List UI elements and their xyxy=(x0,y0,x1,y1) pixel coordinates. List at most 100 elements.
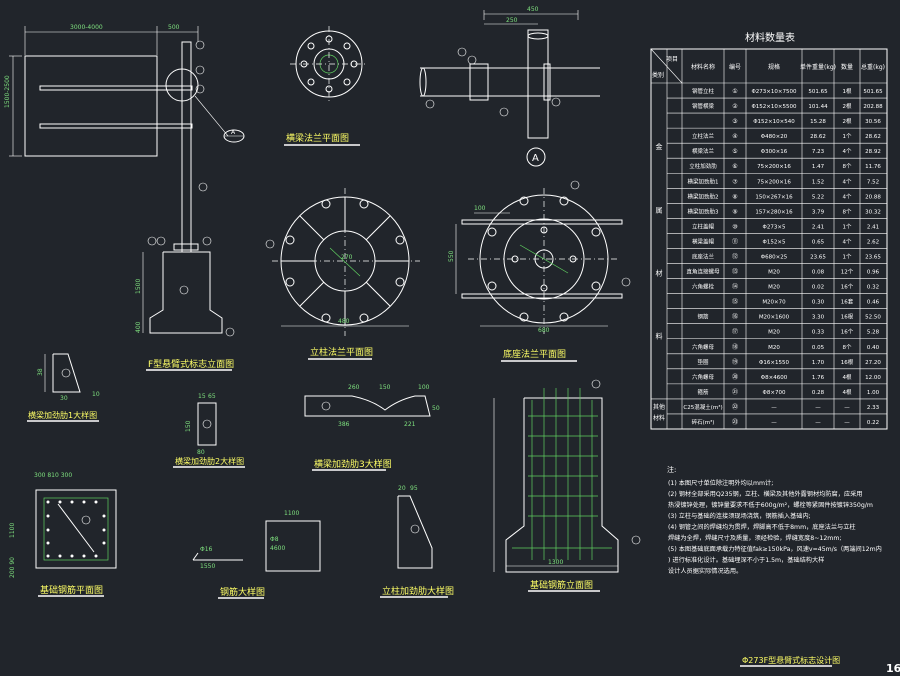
cell-name: 钢管立柱 xyxy=(692,87,715,95)
cell-qty: 16个 xyxy=(841,284,854,291)
cell-total: 28.92 xyxy=(865,149,881,155)
note-line: 焊缝为全焊，焊缝尺寸及质量，须经检验，焊缝宽度8~12mm; xyxy=(668,534,841,542)
arm-lower xyxy=(39,123,193,129)
cell-unit-weight: 1.76 xyxy=(812,375,825,381)
dim-fp-top: 300 810 300 xyxy=(34,472,72,479)
dim-found-h1: 1500 xyxy=(135,279,142,294)
cell-name: 六角螺栓 xyxy=(692,283,715,291)
cell-id: ⑩ xyxy=(732,223,737,230)
dim-a-top: 450 xyxy=(527,6,539,13)
cell-name: 箍筋 xyxy=(697,388,709,396)
cell-spec: Φ152×10×5500 xyxy=(751,104,797,110)
cell-name: 横梁法兰 xyxy=(692,147,715,155)
cell-name: 横梁加劲肋3 xyxy=(688,207,720,215)
cell-unit-weight: 5.22 xyxy=(812,194,824,200)
cell-spec: 150×267×16 xyxy=(755,194,793,200)
cell-name: 横梁加劲肋1 xyxy=(688,177,719,185)
cell-unit-weight: 23.65 xyxy=(810,255,826,261)
cell-spec: — xyxy=(771,420,777,426)
table-header-2: 编号 xyxy=(729,63,741,71)
cell-qty: 16个 xyxy=(841,329,854,336)
cell-total: 27.20 xyxy=(865,360,881,366)
cell-qty: 4个 xyxy=(843,148,852,155)
cell-total: 28.62 xyxy=(865,134,881,140)
dim-fp-side: 1100 xyxy=(9,523,16,538)
title-rebar-detail: 钢筋大样图 xyxy=(220,586,265,598)
dim-sign-width: 3000-4000 xyxy=(70,24,103,31)
dim-rib1-a: 38 xyxy=(37,368,44,376)
foundation-block xyxy=(149,251,223,334)
cell-id: ⑫ xyxy=(732,253,738,261)
title-base-flange-plan: 底座法兰平面图 xyxy=(503,348,566,360)
cell-name: 底座法兰 xyxy=(692,253,715,261)
dim-fp-bottom: 200 90 xyxy=(9,557,16,578)
cell-id: ㉒ xyxy=(732,403,738,411)
cell-unit-weight: 1.52 xyxy=(812,179,824,185)
cell-id: ㉓ xyxy=(732,418,738,426)
cell-qty: 1个 xyxy=(843,133,852,140)
cell-qty: 16根 xyxy=(841,358,854,366)
group-steel-char: 材 xyxy=(656,269,663,278)
cell-id: ⑳ xyxy=(732,373,738,381)
cell-qty: 4个 xyxy=(843,178,852,185)
cell-id: ⑮ xyxy=(732,298,738,306)
cell-qty: 1个 xyxy=(843,223,852,230)
arm-upper xyxy=(39,85,193,91)
cell-spec: M20×70 xyxy=(762,300,786,306)
dim-rib1-c: 10 xyxy=(92,391,100,398)
dim-fe-width: 1300 xyxy=(548,559,563,566)
cell-unit-weight: 0.33 xyxy=(812,330,825,336)
dim-arm-top: 500 xyxy=(168,24,180,31)
main-title: Φ273F型悬臂式标志设计图 xyxy=(742,655,840,665)
cell-spec: M20 xyxy=(768,330,780,336)
group-steel-char: 料 xyxy=(656,332,663,341)
dim-rib2-a: 15 xyxy=(198,393,206,400)
cell-id: ⑪ xyxy=(732,237,738,245)
foundation-rebar-plan: 300 810 300 1100 200 90 基础钢筋平面图 xyxy=(9,472,117,597)
beam-rib1-detail: 38 30 10 横梁加劲肋1大样图 xyxy=(27,353,100,422)
dim-rib2-b: 65 xyxy=(208,393,216,400)
column-pipe xyxy=(181,41,192,253)
note-line: 设计人员据实际情况选用。 xyxy=(668,567,742,575)
cell-spec: Φ300×16 xyxy=(761,149,788,155)
cell-qty: 16套 xyxy=(841,298,854,306)
table-header-1: 材料名称 xyxy=(691,63,715,71)
foundation-rebar-elevation: 1300 基础钢筋立面图 xyxy=(493,379,641,592)
dim-rib3-c: 50 xyxy=(432,405,440,412)
cell-id: ① xyxy=(732,88,737,95)
title-foundation-plan: 基础钢筋平面图 xyxy=(40,584,103,596)
cell-spec: 75×200×16 xyxy=(757,164,791,170)
table-header-4: 单件重量(kg) xyxy=(800,63,836,71)
cell-unit-weight: 1.47 xyxy=(812,164,825,170)
sign-panel xyxy=(24,55,158,157)
cell-unit-weight: 0.65 xyxy=(812,239,825,245)
cell-total: 0.32 xyxy=(867,285,879,291)
rebar-a: Φ16 xyxy=(200,546,213,553)
cell-name: 立柱盖帽 xyxy=(692,222,715,230)
table-title: 材料数量表 xyxy=(745,31,795,44)
cell-qty: 4根 xyxy=(843,388,852,396)
cell-id: ⑧ xyxy=(732,193,737,200)
group-steel-char: 属 xyxy=(656,206,663,214)
note-line: (4) 钢管之间的焊缝均为贯焊，焊脚高不低于8mm，底座法兰与立柱 xyxy=(668,523,856,531)
cell-spec: M20×1600 xyxy=(759,315,790,321)
notes: 注: (1) 本图尺寸单位除注明外均以mm计;(2) 钢材全部采用Q235钢，立… xyxy=(667,465,882,575)
note-line: (3) 立柱与基础的连接须现场浇筑，钢筋插入基础内; xyxy=(668,512,811,520)
cell-total: 2.41 xyxy=(867,224,879,230)
dim-rib3-b: 150 xyxy=(379,384,391,391)
cell-spec: Φ273×5 xyxy=(763,224,786,230)
cell-total: 0.46 xyxy=(867,300,880,306)
cell-id: ② xyxy=(732,103,738,110)
cell-name: 钢筋 xyxy=(697,313,709,321)
dim-found-h2: 400 xyxy=(135,321,142,333)
connection-detail-a: 450 250 A xyxy=(419,6,600,167)
cell-total: 0.96 xyxy=(867,270,880,276)
cell-name: 碎石(m³) xyxy=(692,418,715,426)
cell-total: 20.88 xyxy=(865,194,881,200)
cell-name: 立柱法兰 xyxy=(692,132,715,140)
cell-spec: Φ273×10×7500 xyxy=(751,89,797,95)
cell-total: 7.52 xyxy=(867,179,879,185)
note-line: 热浸镀锌处理，镀锌量要求不低于600g/m²，螺栓等紧固件按镀锌350g/m xyxy=(668,501,873,509)
cell-total: 12.00 xyxy=(865,375,881,381)
cell-qty: — xyxy=(844,420,850,426)
